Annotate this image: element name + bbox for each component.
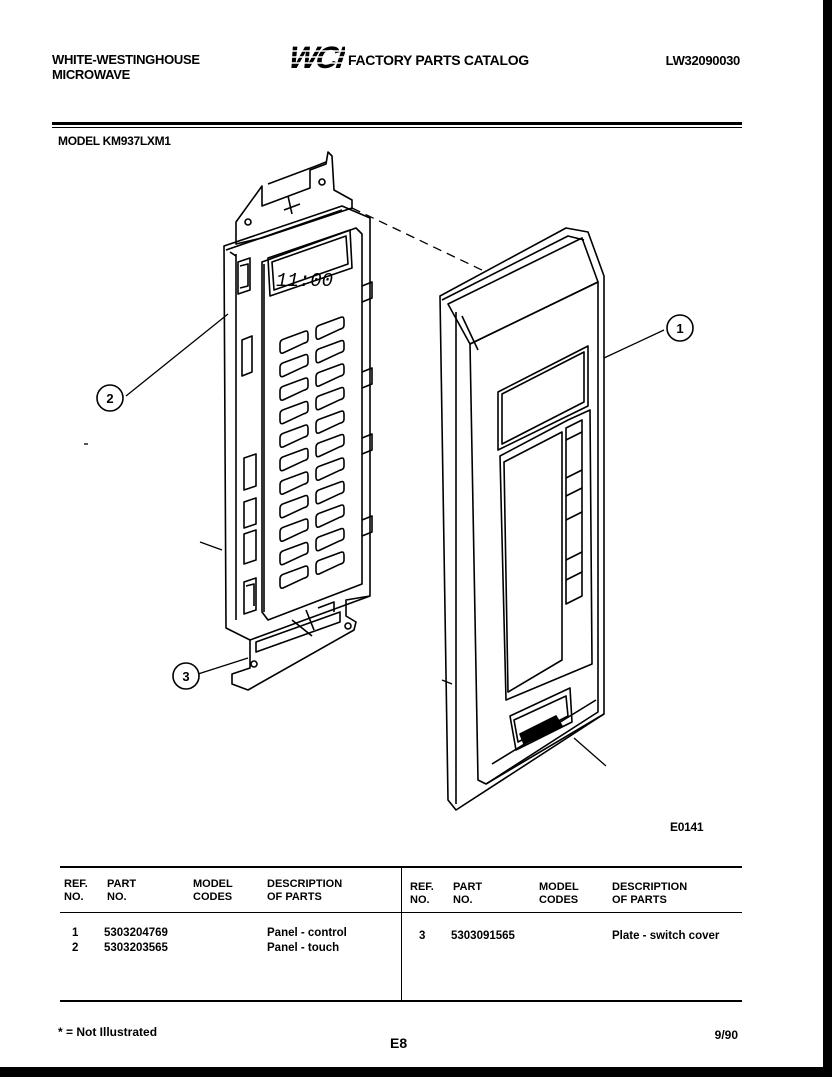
cell-part: 5303204769 <box>104 927 168 939</box>
header-rule-thin <box>52 127 742 128</box>
keypad-key <box>315 551 345 575</box>
cell-ref: 2 <box>72 942 79 954</box>
svg-text:3: 3 <box>182 669 189 684</box>
keypad-key <box>279 424 309 448</box>
keypad-key <box>279 353 309 378</box>
callout-1: 1 <box>666 314 694 342</box>
keypad-key <box>315 433 345 458</box>
header-rule <box>52 122 742 125</box>
keypad-key <box>315 316 345 340</box>
svg-text:1: 1 <box>676 321 683 336</box>
keypad-key <box>315 527 345 552</box>
product-type: MICROWAVE <box>52 67 130 82</box>
callout-2: 2 <box>96 384 124 412</box>
keypad-key <box>279 541 309 566</box>
keypad-key <box>315 504 345 528</box>
table-divider <box>401 866 402 1002</box>
keypad-key <box>279 330 309 354</box>
keypad-key <box>279 471 309 495</box>
cell-desc: Panel - control <box>267 927 347 939</box>
page-number: E8 <box>390 1035 408 1051</box>
keypad-key <box>315 480 345 505</box>
wci-logo: WCI <box>285 40 345 74</box>
cell-part: 5303091565 <box>451 930 515 942</box>
catalog-number: LW32090030 <box>665 53 741 68</box>
control-panel-frame <box>439 227 605 811</box>
leader-lines <box>84 207 665 767</box>
footnote-not-illustrated: * = Not Illustrated <box>58 1025 158 1039</box>
keypad-key <box>315 363 345 387</box>
brand-name: WHITE-WESTINGHOUSE <box>52 52 200 67</box>
callout-3: 3 <box>172 662 200 690</box>
exploded-parts-diagram: 11:00 <box>84 151 694 811</box>
keypad-key <box>315 410 345 434</box>
figure-code: E0141 <box>670 820 704 834</box>
display-digits: 11:00 <box>276 270 333 292</box>
keypad-key <box>279 377 309 401</box>
catalog-title: FACTORY PARTS CATALOG <box>348 52 529 68</box>
keypad-key <box>279 518 309 542</box>
cell-desc: Panel - touch <box>267 942 340 954</box>
control-panel-assembly: 11:00 <box>223 151 373 691</box>
cell-ref: 3 <box>419 930 426 942</box>
keypad-key <box>315 386 345 411</box>
keypad-key <box>279 447 309 472</box>
cell-part: 5303203565 <box>104 942 168 954</box>
cell-ref: 1 <box>72 927 79 939</box>
cell-desc: Plate - switch cover <box>612 930 720 942</box>
col-header-ref: REF.NO. <box>64 878 88 903</box>
page-frame-right <box>823 0 832 1077</box>
keypad-key <box>279 494 309 519</box>
brand-block: WHITE-WESTINGHOUSE MICROWAVE <box>52 52 200 82</box>
revision-date: 9/90 <box>714 1028 738 1042</box>
keypad-key <box>315 339 345 364</box>
keypad-key <box>315 457 345 481</box>
col-header-ref-right: REF.NO. <box>410 881 434 906</box>
page-frame-bottom <box>0 1067 832 1077</box>
keypad-key <box>279 565 309 589</box>
keypad-key <box>279 400 309 425</box>
keypad-buttons <box>279 316 345 589</box>
svg-text:2: 2 <box>106 391 113 406</box>
model-label: MODEL KM937LXM1 <box>58 134 171 148</box>
